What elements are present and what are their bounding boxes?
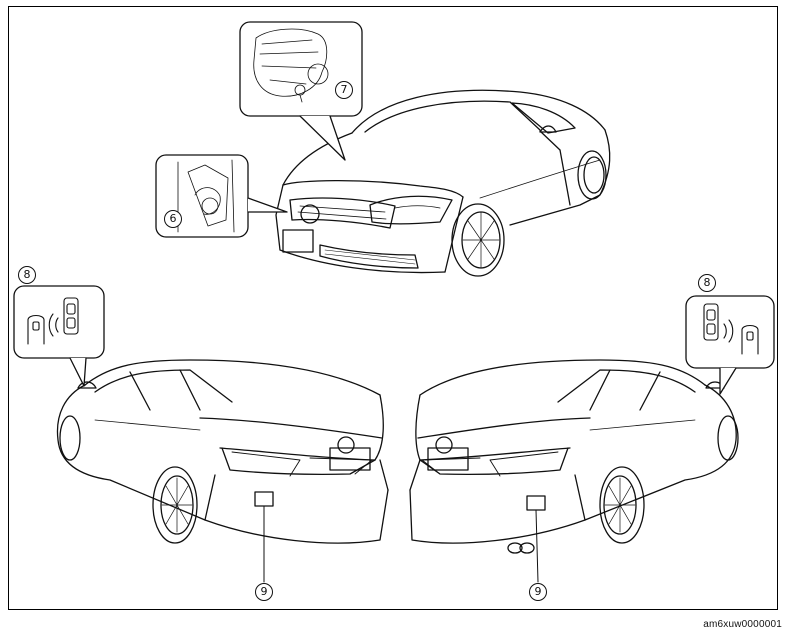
callout-6: 6 — [164, 210, 182, 228]
engine-detail — [253, 28, 329, 103]
callout-8-right: 8 — [698, 274, 716, 292]
keyless-signal-icon — [27, 297, 79, 345]
rear-sensor-module — [526, 495, 546, 511]
callout-9-left: 9 — [255, 583, 273, 601]
car-front-view — [275, 89, 611, 277]
callout-9-right: 9 — [529, 583, 547, 601]
keyless-box-right — [685, 295, 775, 395]
callout-7: 7 — [335, 81, 353, 99]
keyless-signal-icon — [703, 303, 759, 355]
callout-8-left: 8 — [18, 266, 36, 284]
rear-sensor-module — [254, 491, 274, 507]
keyless-box-left — [13, 285, 105, 387]
car-rear-left-view — [56, 359, 389, 583]
diagram-frame — [8, 6, 778, 610]
engine-detail-box — [239, 21, 363, 161]
horn-detail — [177, 159, 235, 233]
car-rear-right-view — [409, 359, 739, 583]
image-code: am6xuw0000001 — [703, 619, 782, 630]
